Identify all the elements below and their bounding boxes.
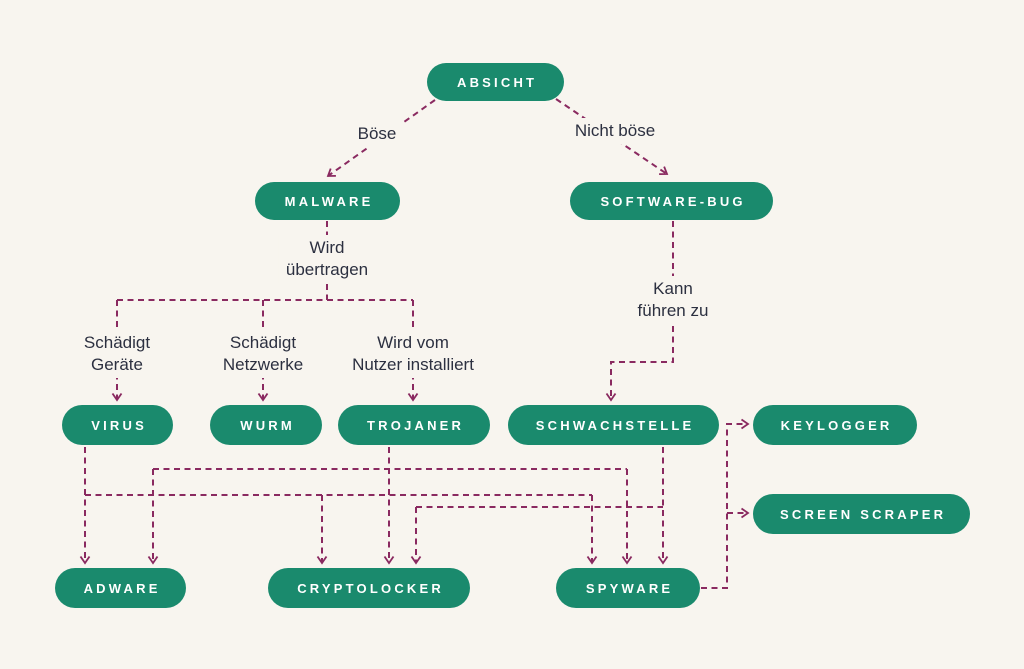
node-schwachstelle: SCHWACHSTELLE [508, 405, 719, 445]
node-spyware: SPYWARE [556, 568, 700, 608]
edge-label-wird-vom-nutzer: Wird vom Nutzer installiert [345, 330, 481, 378]
node-adware: ADWARE [55, 568, 186, 608]
edge-softwarebug-schwachstelle [605, 221, 674, 402]
node-cryptolocker: CRYPTOLOCKER [268, 568, 470, 608]
edge-label-nicht-boese: Nicht böse [567, 118, 663, 144]
node-absicht: ABSICHT [427, 63, 564, 101]
edge-spyware-keylogger [701, 418, 750, 589]
edge-label-boese: Böse [350, 121, 404, 147]
node-malware: MALWARE [255, 182, 400, 220]
node-trojaner: TROJANER [338, 405, 490, 445]
node-virus: VIRUS [62, 405, 173, 445]
node-software-bug: SOFTWARE-BUG [570, 182, 773, 220]
node-keylogger: KEYLOGGER [753, 405, 917, 445]
edge-label-kann-fuehren-zu: Kann führen zu [630, 276, 716, 324]
node-screen-scraper: SCREEN SCRAPER [753, 494, 970, 534]
edge-label-schaedigt-netzwerke: Schädigt Netzwerke [215, 330, 311, 378]
edge-label-wird-uebertragen: Wird übertragen [278, 235, 376, 283]
node-wurm: WURM [210, 405, 322, 445]
edge-label-schaedigt-geraete: Schädigt Geräte [76, 330, 158, 378]
